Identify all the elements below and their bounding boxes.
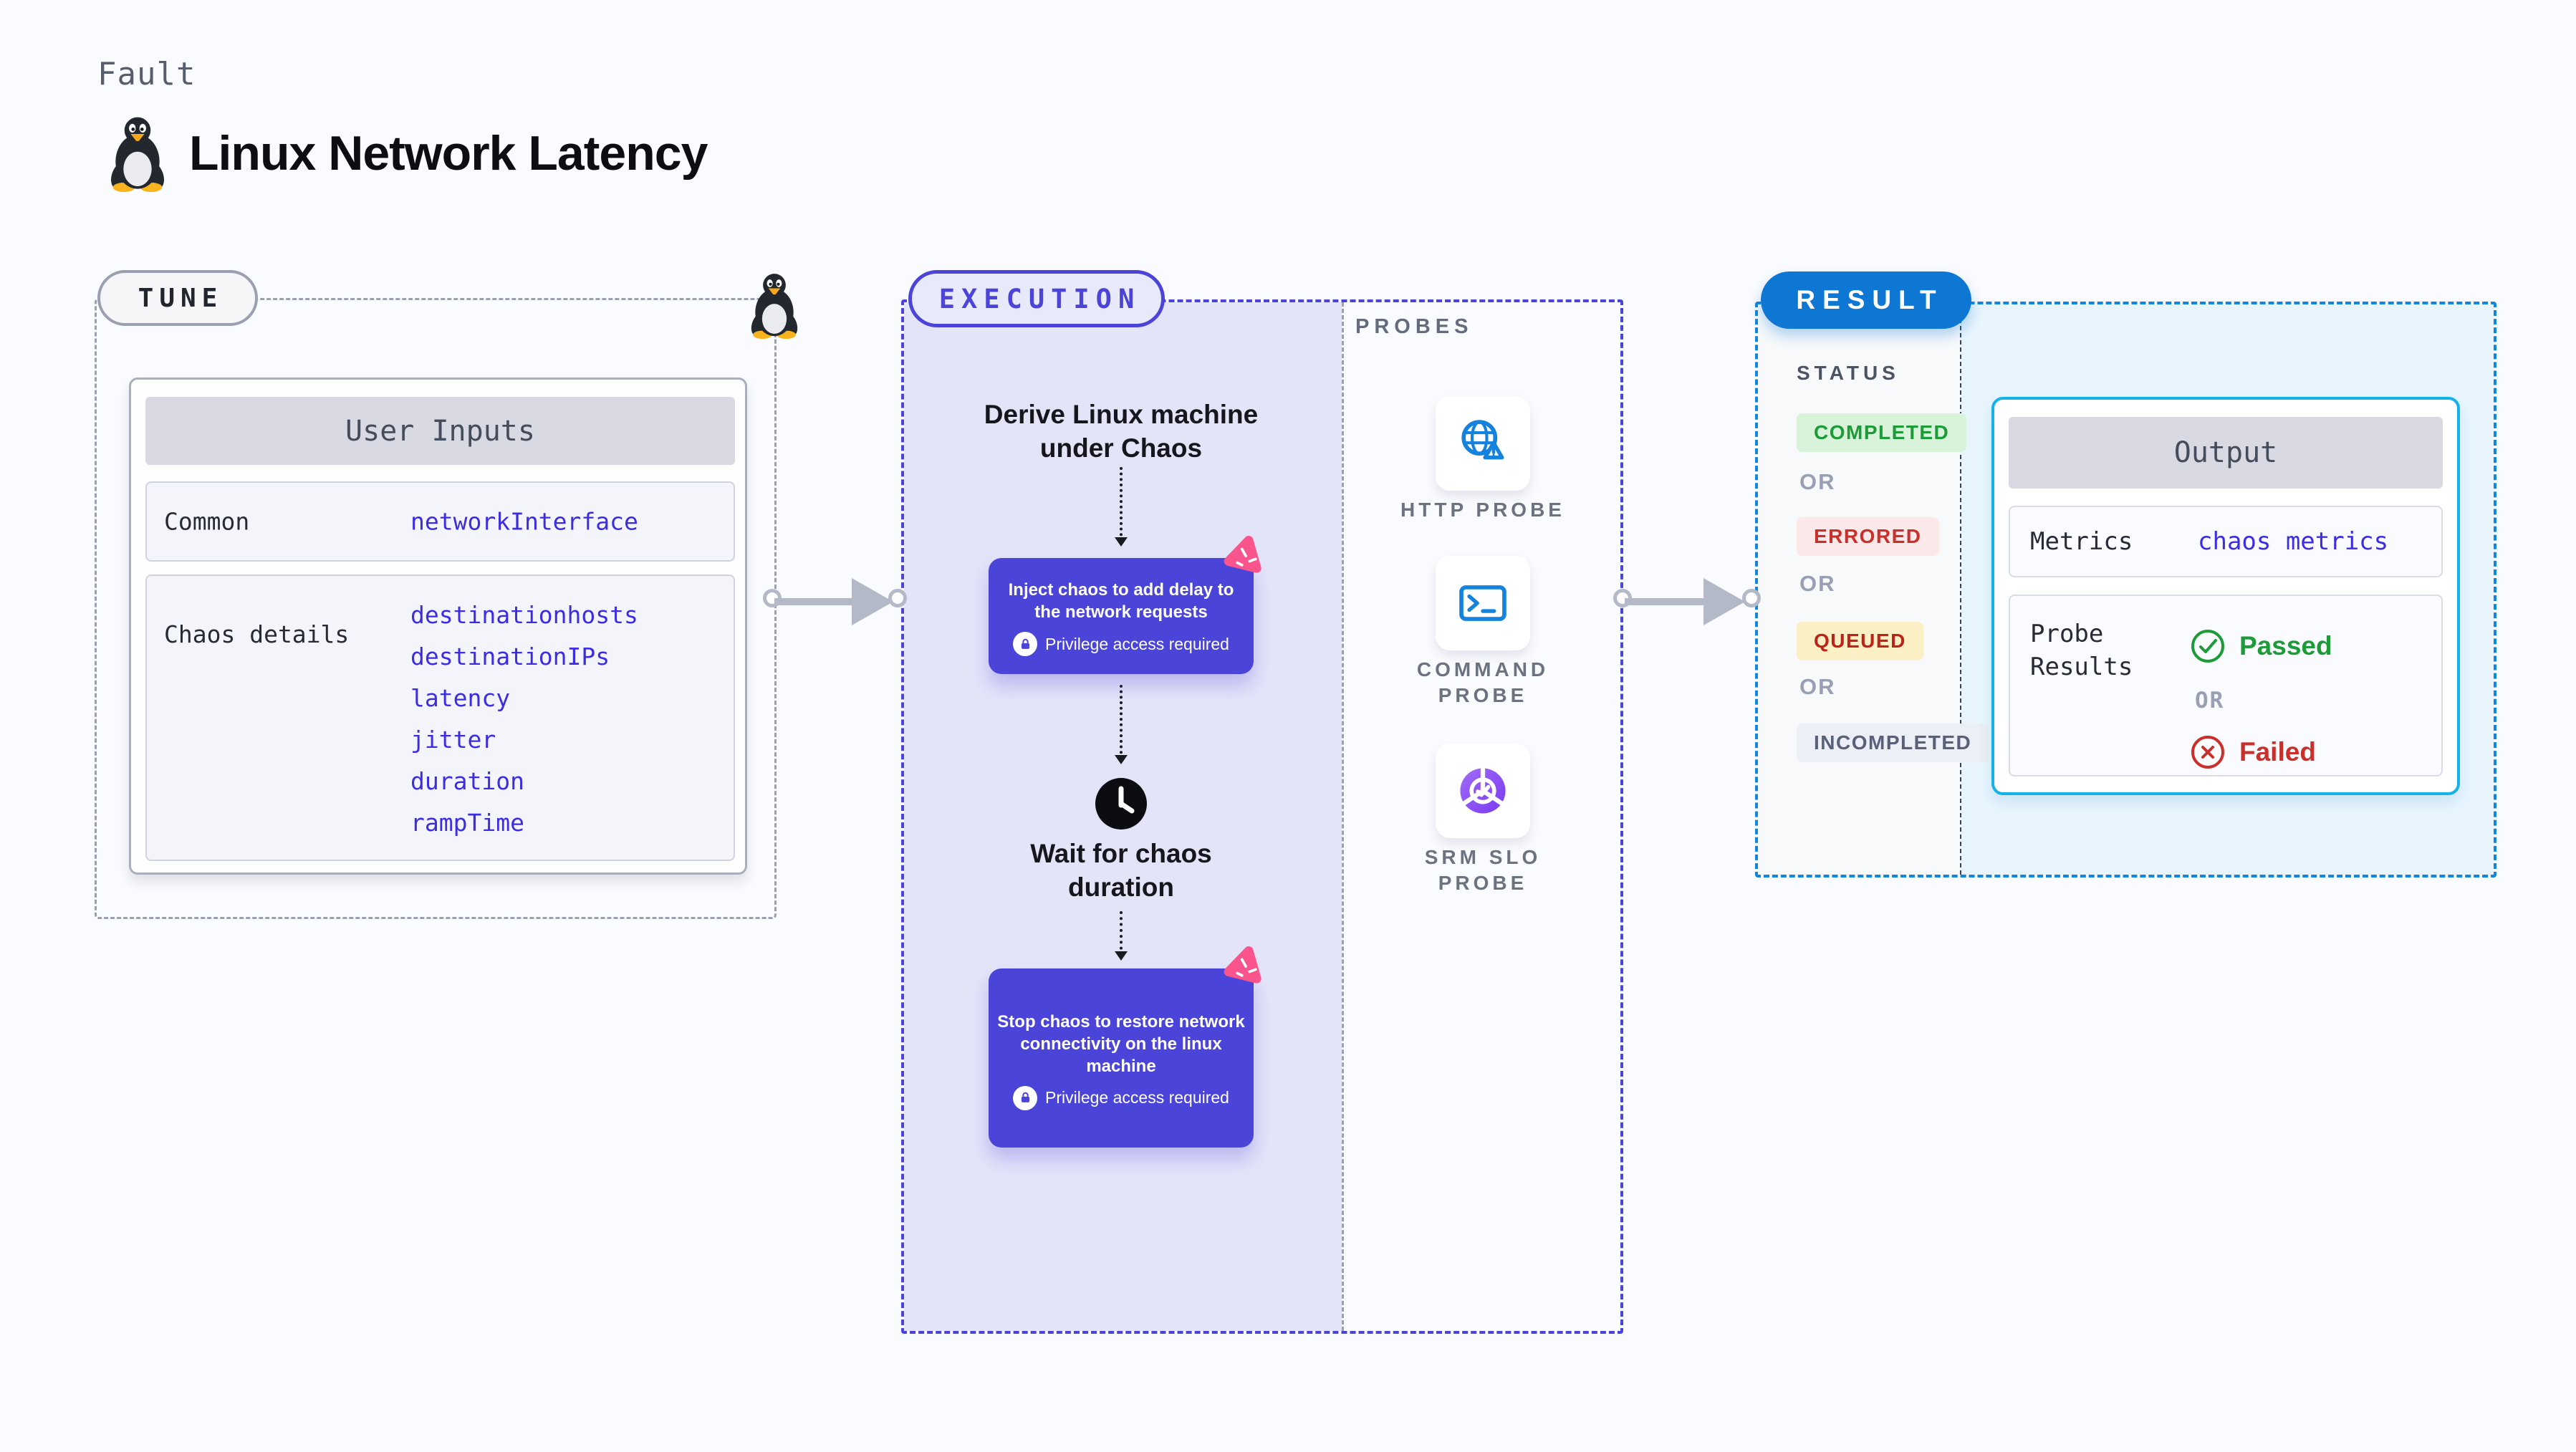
arrow-shaft: [774, 598, 857, 605]
input-value: duration: [410, 767, 524, 795]
litmus-chaos-icon: [1221, 531, 1269, 580]
user-inputs-card: User Inputs Common networkInterface Chao…: [129, 378, 747, 875]
probes-divider: [1342, 302, 1344, 1331]
x-circle-icon: [2191, 736, 2224, 769]
litmus-chaos-icon: [1221, 941, 1269, 990]
execution-pill: EXECUTION: [908, 270, 1165, 327]
input-value: rampTime: [410, 809, 524, 837]
tux-penguin-icon: [746, 271, 802, 339]
flow-arrow-tune-to-execution: [763, 577, 935, 629]
arrow-shaft: [1625, 598, 1708, 605]
down-connector-arrow: [1115, 911, 1128, 961]
connector-dot: [888, 589, 907, 607]
globe-alert-icon: [1461, 420, 1504, 460]
or-separator: OR: [1799, 571, 1836, 596]
command-probe-card: [1436, 556, 1530, 650]
node-label: Stop chaos to restore network connectivi…: [997, 1011, 1245, 1076]
status-output-divider: [1960, 304, 1961, 875]
down-connector-arrow: [1115, 685, 1128, 764]
probe-label: HTTP PROBE: [1400, 499, 1565, 521]
stop-chaos-node: Stop chaos to restore network connectivi…: [989, 946, 1261, 1148]
metrics-row: Metrics chaos metrics: [2009, 506, 2443, 577]
connector-dot: [1742, 589, 1761, 607]
input-value: jitter: [410, 726, 496, 754]
privilege-note: Privilege access required: [1013, 1085, 1229, 1110]
probe-results-label: Probe Results: [2030, 620, 2133, 681]
step-wait-title: Wait for chaos duration: [1030, 839, 1212, 902]
lock-icon: [1013, 632, 1038, 656]
probe-label: COMMAND PROBE: [1416, 658, 1549, 706]
tux-penguin-icon: [106, 115, 169, 192]
probe-label: SRM SLO PROBE: [1424, 846, 1542, 894]
tune-pill: TUNE: [97, 270, 258, 326]
probe-result-passed: Passed: [2189, 628, 2332, 665]
input-value: destinationhosts: [410, 601, 638, 629]
srm-slo-probe-card: [1436, 744, 1530, 838]
or-separator: OR: [2195, 688, 2225, 713]
input-row-label: Common: [164, 507, 250, 536]
privilege-note-text: Privilege access required: [1045, 634, 1229, 653]
status-badge-errored: ERRORED: [1797, 517, 1939, 556]
lock-icon: [1013, 1085, 1038, 1110]
input-row-common: Common networkInterface: [145, 481, 735, 562]
status-badge-completed: COMPLETED: [1797, 413, 1967, 452]
or-separator: OR: [1799, 674, 1836, 699]
metrics-label: Metrics: [2030, 527, 2133, 556]
privilege-note: Privilege access required: [1013, 632, 1229, 656]
probe-result-failed: Failed: [2189, 734, 2316, 771]
input-value: networkInterface: [410, 507, 638, 536]
input-value: destinationIPs: [410, 643, 610, 670]
status-badge-incompleted: INCOMPLETED: [1797, 723, 1989, 762]
status-badge-queued: QUEUED: [1797, 622, 1923, 660]
clock-icon: [1092, 775, 1150, 832]
terminal-icon: [1459, 585, 1506, 621]
output-card: Output Metrics chaos metrics Probe Resul…: [1991, 397, 2460, 795]
result-pill: RESULT: [1761, 271, 1971, 329]
output-header: Output: [2009, 417, 2443, 489]
status-label: STATUS: [1797, 362, 1900, 384]
privilege-note-text: Privilege access required: [1045, 1088, 1229, 1107]
passed-label: Passed: [2239, 631, 2332, 660]
arrow-head: [1703, 578, 1745, 625]
check-circle-icon: [2191, 630, 2224, 663]
metrics-value: chaos metrics: [2198, 527, 2389, 556]
probe-results-row: Probe Results Passed OR Failed: [2009, 595, 2443, 777]
inject-chaos-node: Inject chaos to add delay to the network…: [989, 536, 1261, 674]
input-row-chaos-details: Chaos details destinationhosts destinati…: [145, 574, 735, 861]
node-label: Inject chaos to add delay to the network…: [1008, 580, 1234, 622]
failed-label: Failed: [2239, 737, 2316, 766]
down-connector-arrow: [1115, 467, 1128, 547]
probes-label: PROBES: [1355, 315, 1474, 338]
step-derive-title: Derive Linux machine under Chaos: [984, 400, 1259, 463]
flow-arrow-execution-to-result: [1613, 577, 1785, 629]
page-title: Linux Network Latency: [189, 126, 708, 181]
arrow-head: [852, 578, 893, 625]
slo-pie-check-icon: [1460, 766, 1506, 814]
input-value: latency: [410, 684, 511, 712]
tune-section: [95, 298, 777, 919]
user-inputs-header: User Inputs: [145, 397, 735, 465]
fault-kicker: Fault: [97, 56, 196, 92]
or-separator: OR: [1799, 469, 1836, 494]
title-row: Linux Network Latency: [106, 115, 708, 192]
input-row-label: Chaos details: [164, 620, 350, 648]
http-probe-card: [1436, 396, 1530, 491]
chaos-detail-values: destinationhosts destinationIPs latency …: [410, 595, 638, 844]
